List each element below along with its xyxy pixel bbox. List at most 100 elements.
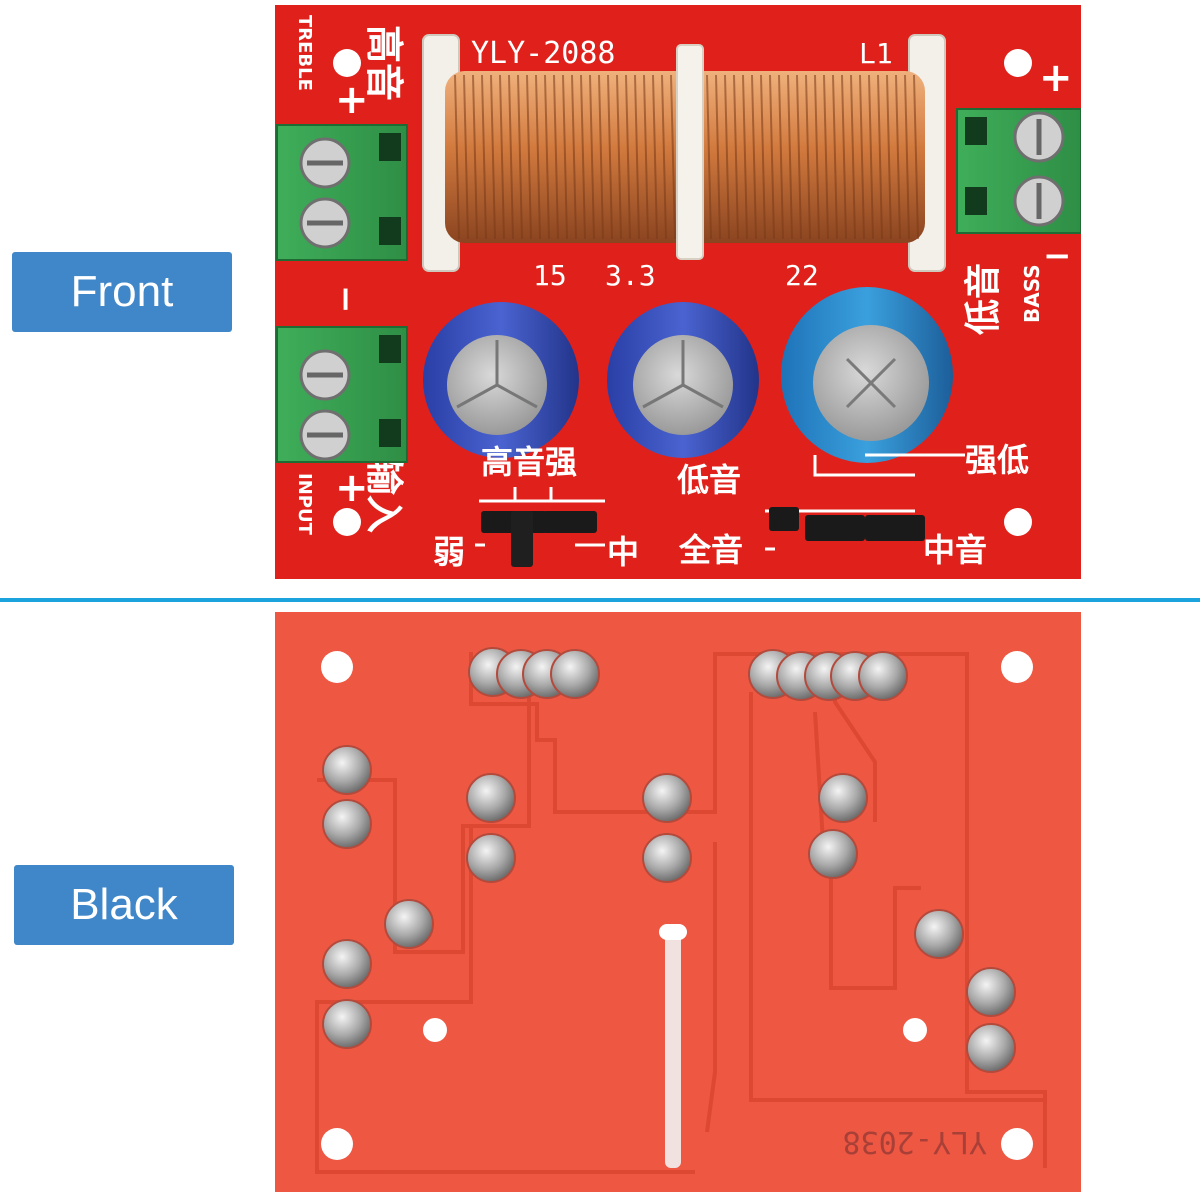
coil-winding [778, 74, 784, 240]
treble-jumper [511, 511, 533, 567]
coil-winding [805, 74, 811, 240]
coil-winding [850, 74, 856, 240]
coil-winding [832, 74, 838, 240]
coil-winding [706, 74, 712, 240]
solder-joint [322, 939, 372, 989]
inductor-coil [422, 34, 946, 272]
input-en-text: INPUT [294, 473, 315, 536]
coil-winding [904, 74, 910, 240]
coil-winding [886, 74, 892, 240]
coil-winding [463, 74, 469, 240]
solder-joint [642, 833, 692, 883]
mount-hole [1004, 49, 1032, 77]
bass-jumper [865, 515, 925, 541]
solder-joint [858, 651, 908, 701]
solder-joint [914, 909, 964, 959]
mount-hole [1001, 1128, 1033, 1160]
coil-winding [913, 74, 919, 240]
solder-joint [550, 649, 600, 699]
bass-minus-text: − [1043, 236, 1072, 276]
coil-winding [859, 74, 865, 240]
mount-hole [903, 1018, 927, 1042]
coil-winding [877, 74, 883, 240]
midtone-text: 中音 [923, 531, 987, 569]
input-plus-text: + [335, 465, 369, 511]
coil-winding [616, 74, 622, 240]
front-board-photo: TREBLE INPUT 高音 输入 + − + + − 低音 BASS [275, 5, 1081, 579]
coil-ref-text: L1 [859, 37, 893, 70]
coil-winding [454, 74, 460, 240]
solder-joint [466, 833, 516, 883]
mid-text: 中 [607, 533, 639, 571]
front-label: Front [12, 252, 232, 332]
capacitor-3-3 [607, 302, 759, 458]
bass-en-text: BASS [1020, 264, 1044, 323]
coil-winding [670, 74, 676, 240]
solder-joint [818, 773, 868, 823]
coil-winding [715, 74, 721, 240]
coil-winding [733, 74, 739, 240]
cap-value-text: 15 [533, 259, 567, 292]
solder-joint [322, 745, 372, 795]
solder-joint [322, 999, 372, 1049]
coil-winding [895, 74, 901, 240]
coil-winding [661, 74, 667, 240]
coil-winding [544, 74, 550, 240]
coil-winding [643, 74, 649, 240]
copper-traces [315, 652, 1047, 1174]
full-range-text: 全音 [678, 531, 743, 569]
coil-winding [769, 74, 775, 240]
strong-low-text: 强低 [965, 441, 1029, 479]
solder-joint [808, 829, 858, 879]
treble-minus-text: − [326, 285, 366, 314]
bass-cn-text: 低音 [963, 263, 1004, 335]
mirrored-model-text: YLY-2038 [843, 1124, 988, 1159]
coil-winding [481, 74, 487, 240]
zip-tie [665, 932, 681, 1168]
solder-joint [466, 773, 516, 823]
zip-tie-slot [659, 924, 687, 940]
cap-value-text: 22 [785, 259, 819, 292]
coil-winding [562, 74, 568, 240]
coil-winding [580, 74, 586, 240]
bass-jumper [769, 507, 799, 531]
treble-plus-text: + [335, 77, 369, 123]
bass-terminal-block [956, 108, 1081, 234]
mount-hole [423, 1018, 447, 1042]
input-cn-text: 输入 [362, 457, 406, 533]
solder-joint [384, 899, 434, 949]
coil-winding [814, 74, 820, 240]
coil-winding [724, 74, 730, 240]
coil-winding [868, 74, 874, 240]
bass-plus-text: + [1039, 55, 1073, 101]
mount-hole [1004, 508, 1032, 536]
coil-winding [796, 74, 802, 240]
mount-hole [321, 1128, 353, 1160]
solder-joint [966, 967, 1016, 1017]
treble-adjust-text: 高音强 [481, 443, 577, 481]
solder-joint [966, 1023, 1016, 1073]
jumper-outline [475, 487, 605, 547]
bass-jumper [805, 515, 865, 541]
capacitor-15 [423, 302, 579, 458]
treble-en-text: TREBLE [294, 15, 315, 91]
capacitor-22 [781, 287, 953, 463]
coil-winding [589, 74, 595, 240]
coil-winding [634, 74, 640, 240]
coil-winding [625, 74, 631, 240]
mount-hole [321, 651, 353, 683]
treble-cn-text: 高音 [362, 25, 406, 101]
coil-winding [841, 74, 847, 240]
section-divider [0, 598, 1200, 602]
coil-winding [499, 74, 505, 240]
coil-winding [508, 74, 514, 240]
back-board-photo: YLY-2038 [275, 612, 1081, 1192]
bass-label-text: 低音 [677, 461, 741, 499]
coil-winding [823, 74, 829, 240]
solder-joints [322, 647, 1016, 1073]
weak-text: 弱 [433, 533, 465, 571]
coil-winding [472, 74, 478, 240]
solder-joint [322, 799, 372, 849]
mount-hole [333, 508, 361, 536]
model-number-text: YLY-2088 [471, 36, 616, 71]
